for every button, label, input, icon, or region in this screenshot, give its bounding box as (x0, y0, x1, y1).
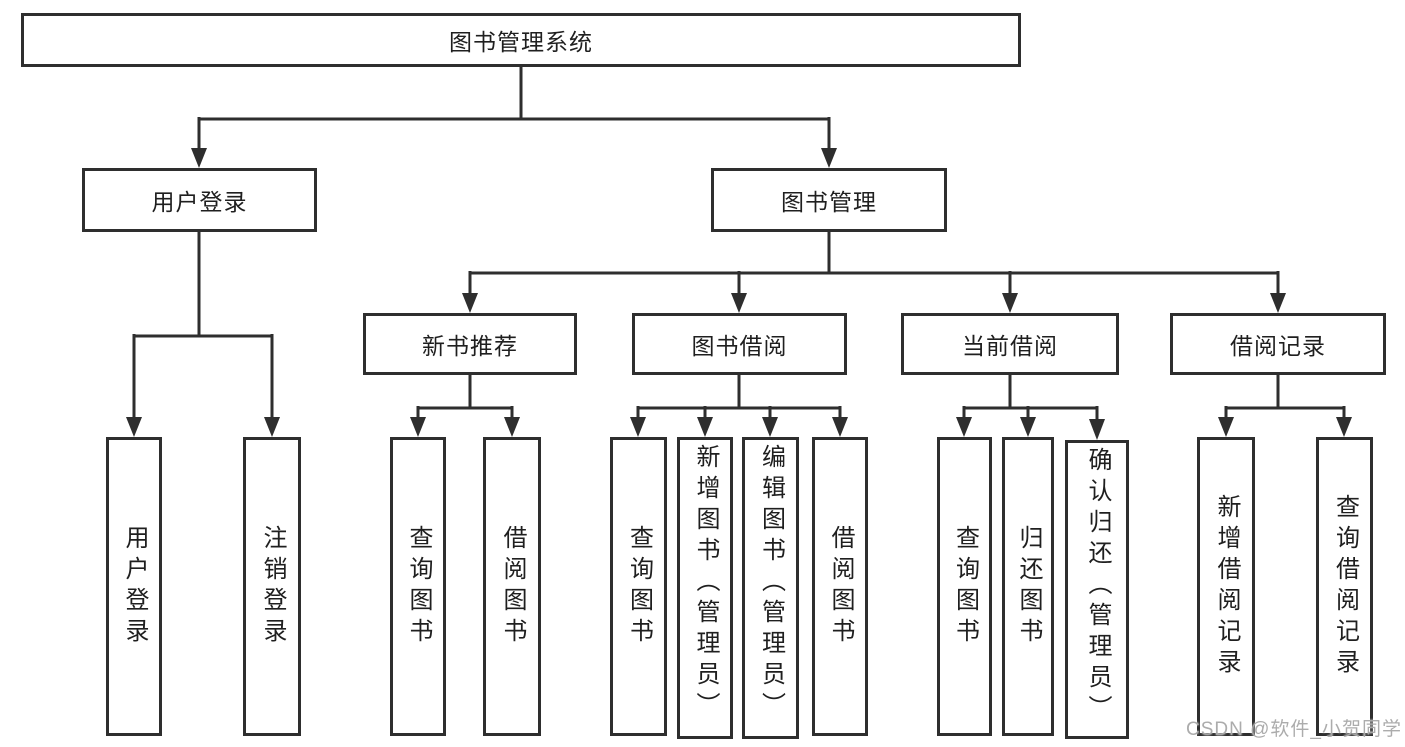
node-leaf-add-borrow-record: 新增借阅记录 (1197, 437, 1255, 736)
node-leaf-borrow-book-2-label: 借阅图书 (827, 524, 854, 649)
node-leaf-user-login: 用户登录 (106, 437, 162, 736)
node-new-book-recommend-label: 新书推荐 (422, 333, 518, 359)
node-leaf-add-book-admin-label: 新增图书（管理员） (692, 444, 719, 723)
node-leaf-logout-label: 注销登录 (259, 524, 286, 649)
node-user-login: 用户登录 (82, 168, 317, 232)
node-leaf-edit-book-admin: 编辑图书（管理员） (742, 437, 799, 739)
node-leaf-confirm-return-admin: 确认归还（管理员） (1065, 440, 1129, 739)
node-book-borrow: 图书借阅 (632, 313, 847, 375)
node-leaf-borrow-book-1-label: 借阅图书 (499, 524, 526, 649)
node-current-borrow-label: 当前借阅 (962, 333, 1058, 359)
node-leaf-return-book: 归还图书 (1002, 437, 1054, 736)
node-leaf-add-borrow-record-label: 新增借阅记录 (1213, 493, 1240, 680)
node-new-book-recommend: 新书推荐 (363, 313, 577, 375)
node-book-borrow-label: 图书借阅 (691, 333, 788, 359)
node-leaf-query-book-2-label: 查询图书 (625, 524, 653, 649)
node-leaf-query-book-1: 查询图书 (390, 437, 446, 736)
node-leaf-query-book-3: 查询图书 (937, 437, 992, 736)
node-current-borrow: 当前借阅 (901, 313, 1119, 375)
node-leaf-add-book-admin: 新增图书（管理员） (677, 437, 733, 739)
node-root-label: 图书管理系统 (449, 29, 593, 55)
node-book-management-label: 图书管理 (781, 189, 877, 215)
node-leaf-query-book-1-label: 查询图书 (405, 524, 432, 649)
node-leaf-user-login-label: 用户登录 (121, 524, 148, 649)
node-leaf-query-book-3-label: 查询图书 (951, 524, 979, 649)
node-book-management: 图书管理 (711, 168, 947, 232)
node-user-login-label: 用户登录 (151, 189, 248, 215)
node-leaf-return-book-label: 归还图书 (1015, 524, 1042, 649)
node-leaf-query-book-2: 查询图书 (610, 437, 667, 736)
node-borrow-record-label: 借阅记录 (1230, 333, 1326, 359)
node-leaf-borrow-book-1: 借阅图书 (483, 437, 541, 736)
node-leaf-query-borrow-record-label: 查询借阅记录 (1331, 493, 1359, 680)
node-leaf-logout: 注销登录 (243, 437, 301, 736)
node-leaf-query-borrow-record: 查询借阅记录 (1316, 437, 1373, 736)
csdn-watermark: CSDN @软件_小贺同学 (1186, 719, 1402, 740)
node-leaf-edit-book-admin-label: 编辑图书（管理员） (757, 444, 785, 723)
node-borrow-record: 借阅记录 (1170, 313, 1386, 375)
node-root: 图书管理系统 (21, 13, 1021, 67)
node-leaf-confirm-return-admin-label: 确认归还（管理员） (1084, 447, 1111, 726)
node-leaf-borrow-book-2: 借阅图书 (812, 437, 868, 736)
